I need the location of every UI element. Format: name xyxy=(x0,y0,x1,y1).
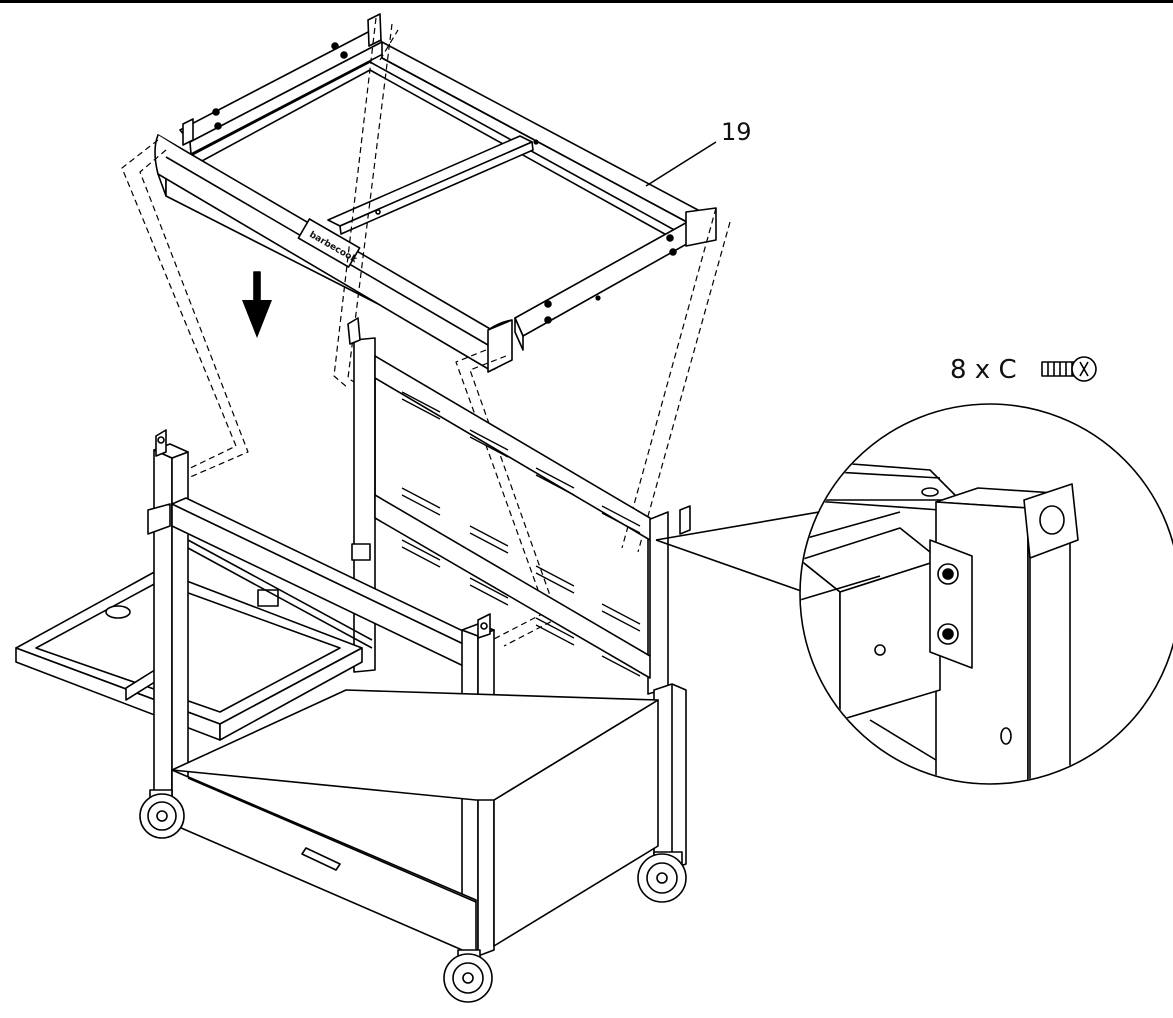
alignment-guides xyxy=(121,17,731,647)
caster-front-right xyxy=(443,949,493,1003)
hardware-quantity-label: 8 x C xyxy=(950,355,1017,385)
part-number-label: 19 xyxy=(721,118,752,146)
brand-plate xyxy=(297,218,361,268)
top-border-rule xyxy=(0,0,1173,3)
down-arrow-icon xyxy=(242,271,272,338)
caster-back-right xyxy=(637,851,687,903)
part-19-leader-line xyxy=(645,141,717,187)
detail-callout xyxy=(655,403,1173,785)
screw-icon xyxy=(1041,356,1097,382)
caster-front-left xyxy=(139,789,185,839)
top-frame-part-19: barbecook xyxy=(154,13,717,373)
cart-base xyxy=(15,317,691,1003)
